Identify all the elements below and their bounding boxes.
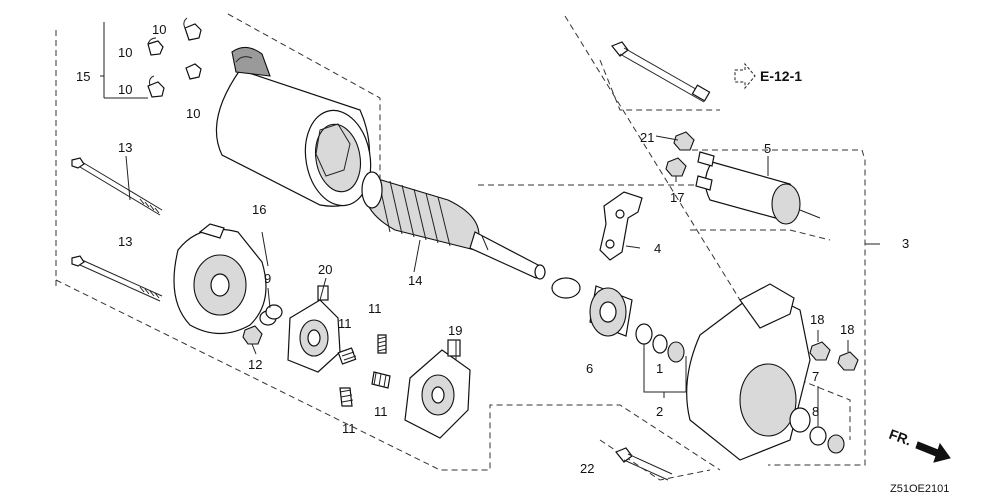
callout-13: 13 [118, 234, 132, 249]
callout-11: 11 [374, 404, 388, 419]
solenoid-5 [695, 151, 821, 225]
callout-17: 17 [670, 190, 684, 205]
pinion-clutch-6 [551, 277, 633, 337]
nut-18-a [809, 341, 831, 361]
long-bolt [611, 41, 711, 103]
brush-plate-20 [287, 285, 341, 373]
leader-lines [125, 135, 880, 426]
callout-18: 18 [810, 312, 824, 327]
callout-11: 11 [338, 316, 352, 331]
nut-12 [242, 325, 263, 345]
callout-16: 16 [252, 202, 266, 217]
through-bolt-upper [71, 157, 163, 216]
brush-group [147, 17, 202, 98]
callout-19: 19 [448, 323, 462, 338]
collar-set-1 [635, 323, 685, 363]
callout-21: 21 [640, 130, 654, 145]
callout-6: 6 [586, 361, 593, 376]
callout-9: 9 [264, 271, 271, 286]
front-direction-indicator: FR. [887, 426, 951, 463]
yoke-housing [215, 46, 372, 207]
cap-8 [809, 426, 845, 454]
spring-11-d [339, 387, 354, 407]
direction-arrow-icon [915, 441, 951, 463]
brush-holder-19 [404, 339, 471, 439]
spring-11-b [337, 347, 357, 365]
through-bolt-lower [71, 255, 163, 302]
bushing-9 [259, 304, 283, 326]
callout-2: 2 [656, 404, 663, 419]
brush-10-d [147, 75, 165, 98]
nut-17 [665, 157, 687, 177]
callout-11: 11 [368, 301, 382, 316]
callout-4: 4 [654, 241, 661, 256]
drive-housing [686, 283, 811, 461]
callout-15: 15 [76, 69, 90, 84]
callout-1: 1 [656, 361, 663, 376]
callout-14: 14 [408, 273, 422, 288]
callout-22: 22 [580, 461, 594, 476]
nut-21 [673, 131, 695, 151]
callout-numbers: 10 10 10 10 15 13 13 16 9 12 20 11 11 11… [76, 22, 909, 476]
callout-11: 11 [342, 421, 356, 436]
callout-10: 10 [152, 22, 166, 37]
reference-label: E-12-1 [760, 68, 802, 84]
callout-7: 7 [812, 369, 819, 384]
reference-arrow-icon [734, 62, 756, 90]
callout-10: 10 [118, 45, 132, 60]
nut-18-b [837, 351, 859, 371]
callout-5: 5 [764, 141, 771, 156]
callout-10: 10 [118, 82, 132, 97]
brush-10-a [183, 17, 202, 41]
rear-cover [173, 223, 267, 334]
armature-14 [361, 171, 546, 280]
brush-10-c [185, 63, 202, 80]
direction-label: FR. [887, 426, 914, 449]
lever-4 [599, 191, 643, 261]
callout-10: 10 [186, 106, 200, 121]
callout-12: 12 [248, 357, 262, 372]
diagram-code: Z51OE2101 [890, 483, 949, 495]
brush-10-b [147, 37, 164, 56]
callout-13: 13 [118, 140, 132, 155]
callout-3: 3 [902, 236, 909, 251]
reference-link[interactable]: E-12-1 [734, 62, 802, 90]
callout-8: 8 [812, 404, 819, 419]
callout-18: 18 [840, 322, 854, 337]
callout-20: 20 [318, 262, 332, 277]
bracket-15 [100, 22, 148, 99]
spring-11-a [377, 334, 387, 354]
bolt-22 [615, 447, 673, 481]
spring-11-c [371, 371, 391, 389]
